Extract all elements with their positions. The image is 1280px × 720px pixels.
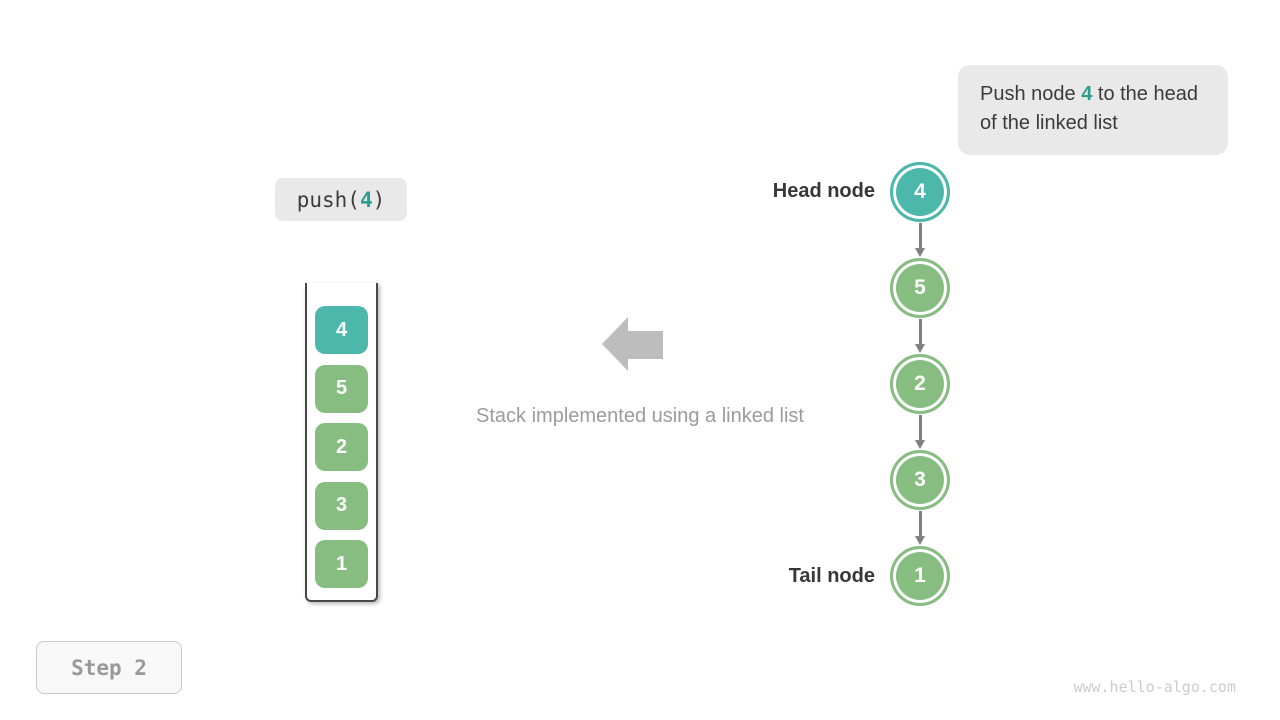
- left-arrow-head: [602, 317, 628, 371]
- down-arrow-icon: [915, 415, 925, 449]
- push-note-callout: Push node 4 to the head of the linked li…: [958, 65, 1228, 155]
- down-arrow-icon: [915, 223, 925, 257]
- arrow-tip: [915, 536, 925, 545]
- list-node: 3: [890, 450, 950, 510]
- down-arrow-icon: [915, 511, 925, 545]
- arrow-line: [918, 223, 922, 248]
- list-node: 2: [890, 354, 950, 414]
- down-arrow-icon: [915, 319, 925, 353]
- callout-highlight-value: 4: [1081, 83, 1093, 105]
- callout-text-suffix: to the head of the linked list: [980, 83, 1198, 134]
- stack-item: 4: [315, 306, 368, 354]
- watermark: www.hello-algo.com: [1073, 678, 1236, 696]
- stack-container: 4 5 2 3 1: [305, 283, 378, 602]
- callout-text-prefix: Push node: [980, 83, 1082, 105]
- stack-item-value: 1: [335, 552, 348, 575]
- list-node-value: 4: [914, 180, 926, 203]
- left-arrow-icon: [602, 317, 663, 372]
- tail-node-label: Tail node: [788, 565, 875, 587]
- push-operation-label: push(4): [275, 178, 407, 221]
- operation-value: 4: [359, 187, 373, 212]
- arrow-line: [918, 511, 922, 536]
- arrow-tip: [915, 344, 925, 353]
- arrow-line: [918, 319, 922, 344]
- list-node-value: 3: [914, 468, 926, 491]
- stack-item-value: 5: [335, 377, 348, 399]
- stack-item: 2: [315, 423, 368, 471]
- list-node: 5: [890, 258, 950, 318]
- stack-item-value: 3: [335, 494, 348, 516]
- diagram-caption: Stack implemented using a linked list: [476, 405, 804, 427]
- arrow-tip: [915, 440, 925, 449]
- stack-item: 1: [315, 540, 368, 588]
- left-arrow-shaft: [628, 331, 663, 359]
- operation-prefix: push(: [296, 187, 360, 212]
- arrow-line: [918, 415, 922, 440]
- operation-suffix: ): [372, 187, 386, 212]
- stack-item-value: 2: [335, 435, 348, 458]
- stack-item-value: 4: [335, 318, 348, 341]
- arrow-tip: [915, 248, 925, 257]
- list-node-value: 2: [914, 372, 926, 395]
- list-node: 4: [890, 162, 950, 222]
- step-badge: Step 2: [36, 641, 182, 694]
- stack-item: 3: [315, 481, 368, 530]
- list-node: 1: [890, 546, 950, 606]
- head-node-label: Head node: [772, 180, 875, 202]
- list-node-value: 1: [914, 564, 926, 587]
- list-node-value: 5: [914, 276, 926, 299]
- stack-item: 5: [315, 364, 368, 413]
- linked-list: 4 5 2 3 1: [890, 162, 950, 607]
